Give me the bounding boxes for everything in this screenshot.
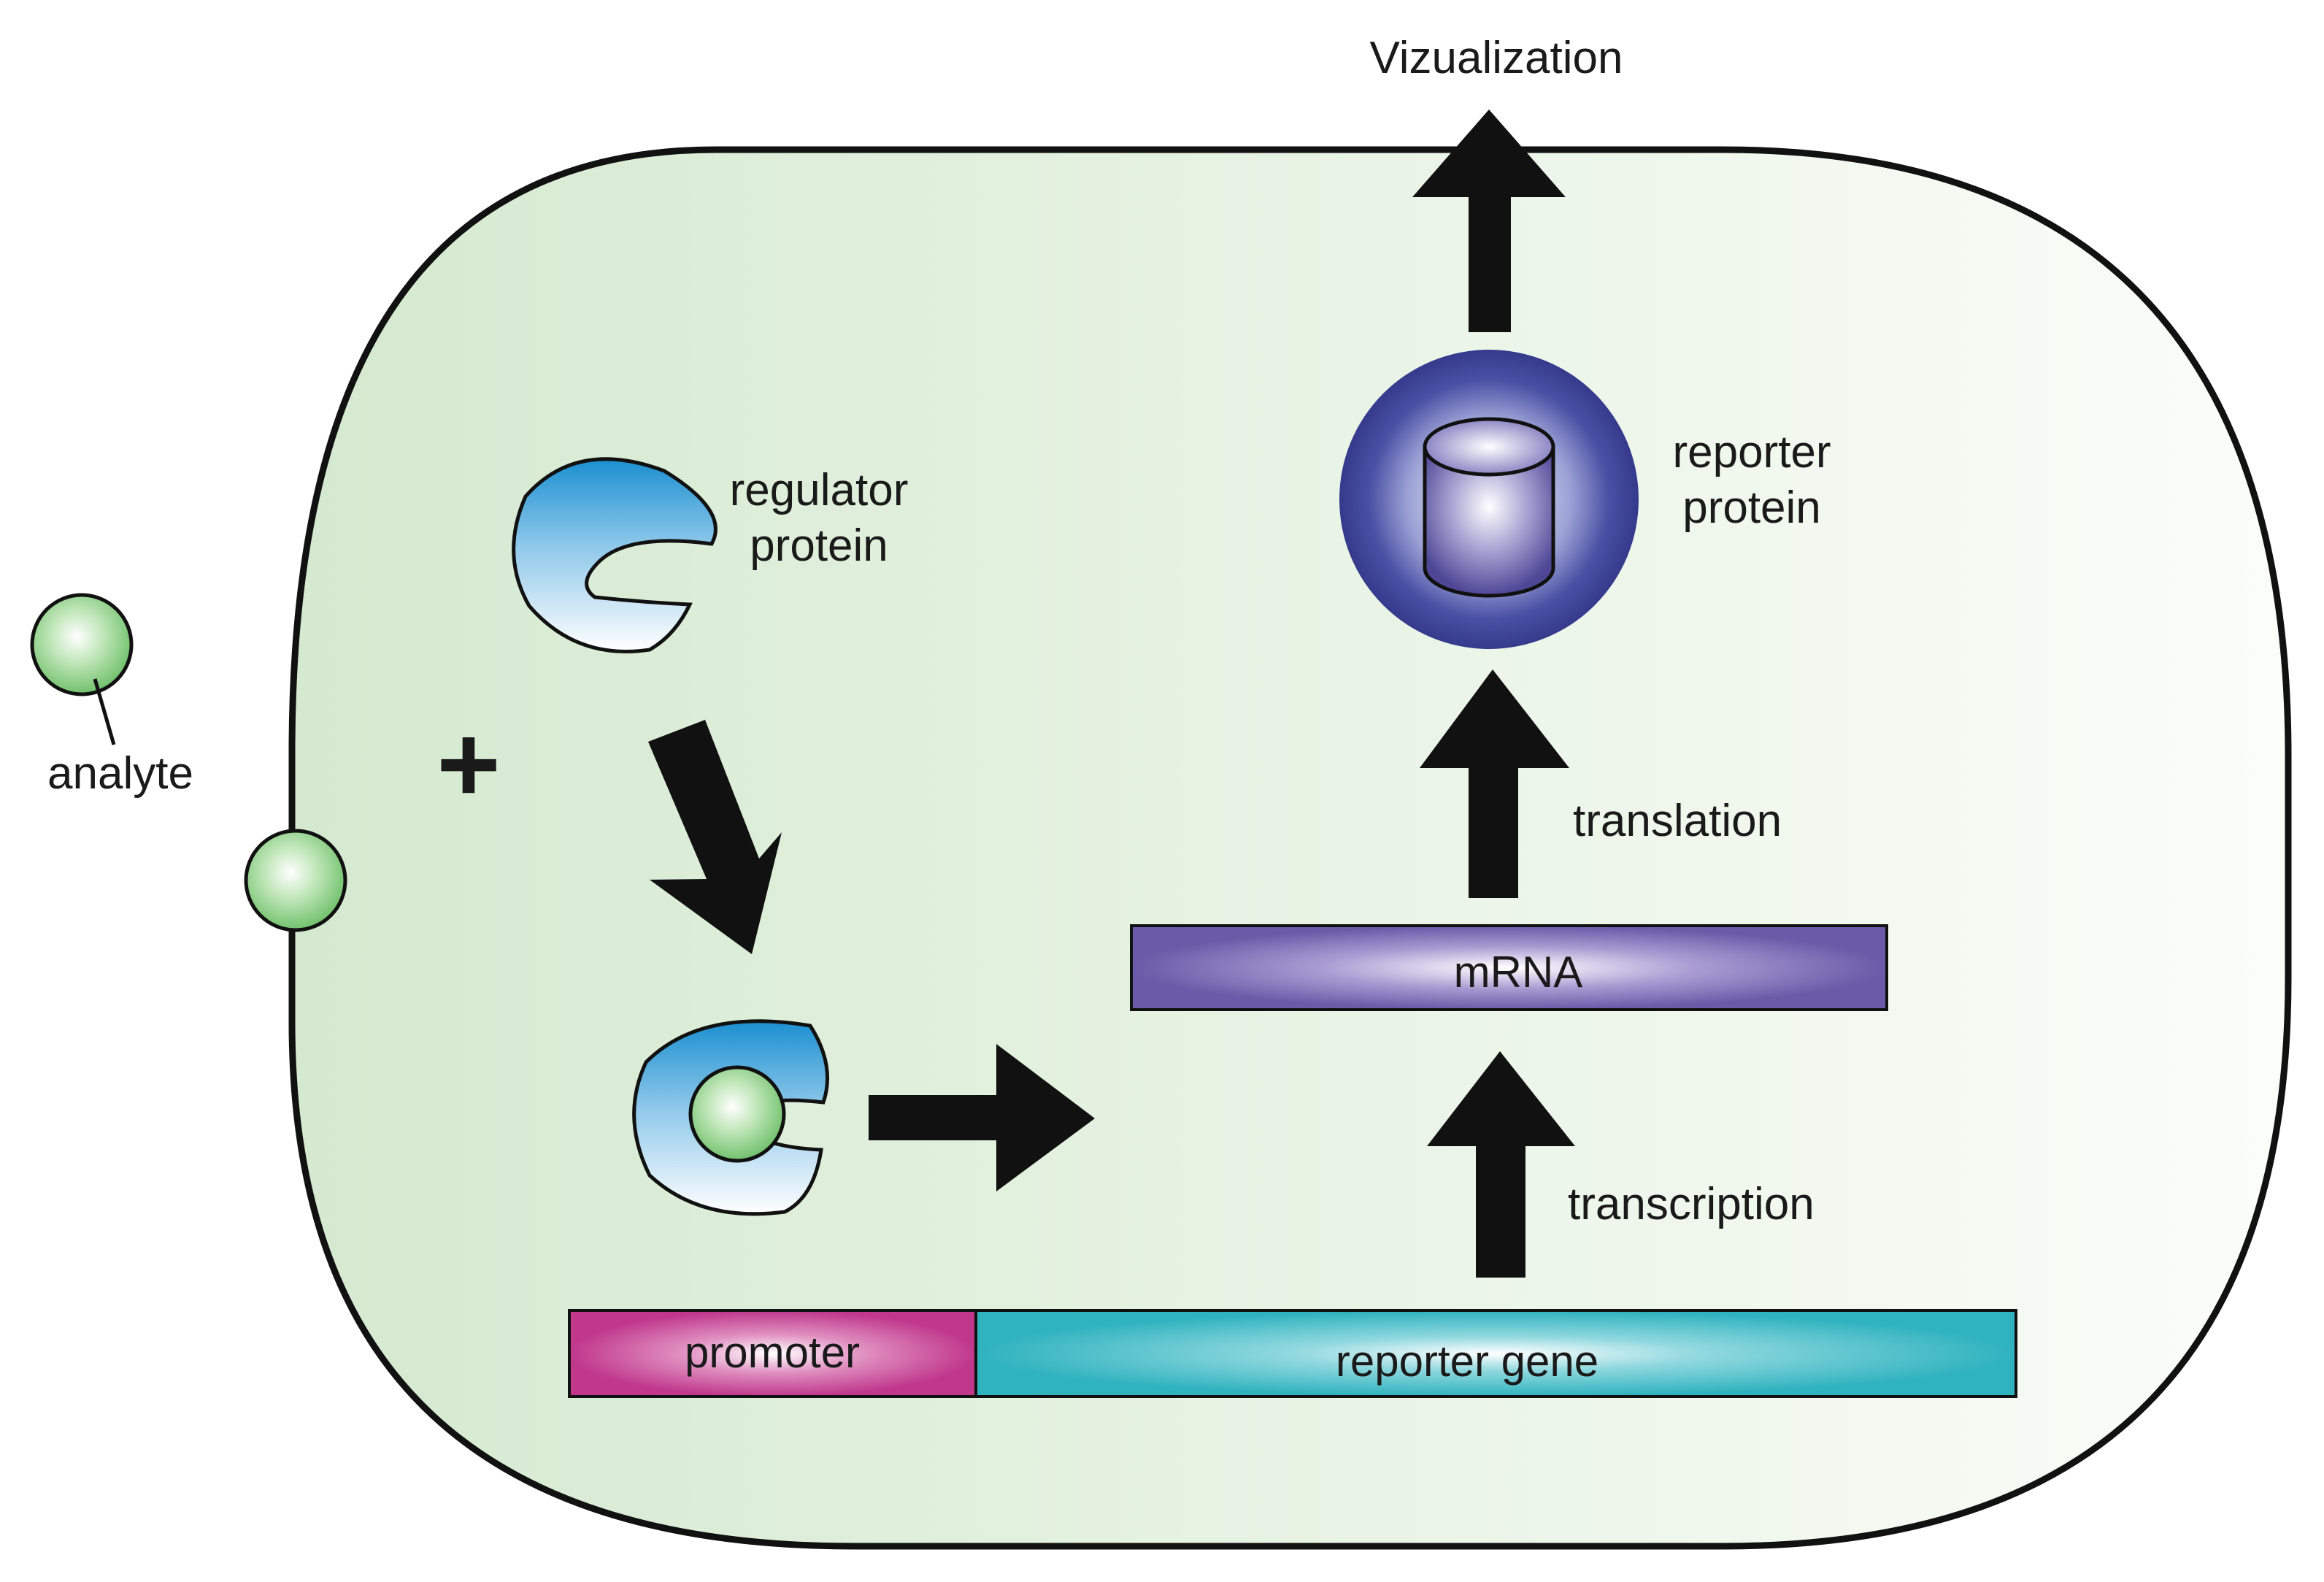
translation-label: translation (1573, 796, 1782, 846)
promoter-rect (568, 1309, 977, 1398)
regulator-protein-shape (512, 457, 717, 653)
mrna-rect (1130, 924, 1888, 1011)
transcription-arrow (1427, 1051, 1575, 1278)
regulator-analyte-complex (632, 1019, 829, 1216)
reporter-protein-label-line1: reporter (1672, 427, 1831, 477)
analyte-label: analyte (47, 748, 193, 799)
analyte-leader-line (93, 678, 116, 745)
bound-analyte (688, 1065, 786, 1163)
gene-construct: promoter reporter gene (568, 1309, 2017, 1398)
mrna-bar: mRNA (1130, 924, 1888, 1011)
visualization-label: Vizualization (1370, 33, 1623, 83)
activation-arrow (869, 1044, 1095, 1191)
reporter-protein-label-line2: protein (1682, 483, 1821, 533)
reporter-gene-label: reporter gene (1336, 1337, 1598, 1386)
translation-arrow (1420, 669, 1569, 898)
regulator-protein: regulator protein (512, 457, 909, 653)
analyte-outside: analyte (30, 593, 193, 799)
reporter-protein-cylinder-top (1423, 417, 1555, 477)
reporter-protein-cylinder (1423, 445, 1555, 598)
reporter-gene-rect (974, 1309, 2017, 1398)
analyte-molecule (30, 593, 134, 696)
mrna-label: mRNA (1454, 948, 1583, 997)
regulator-label-line2: protein (750, 521, 888, 571)
plus-sign: + (436, 702, 501, 825)
reporter-protein: reporter protein (1339, 350, 1831, 649)
regulator-label-line1: regulator (730, 465, 909, 515)
promoter-label: promoter (685, 1328, 860, 1377)
binding-arrow (648, 720, 782, 954)
analyte-at-membrane (244, 829, 347, 932)
visualization-arrow (1412, 110, 1566, 332)
transcription-label: transcription (1568, 1179, 1815, 1229)
